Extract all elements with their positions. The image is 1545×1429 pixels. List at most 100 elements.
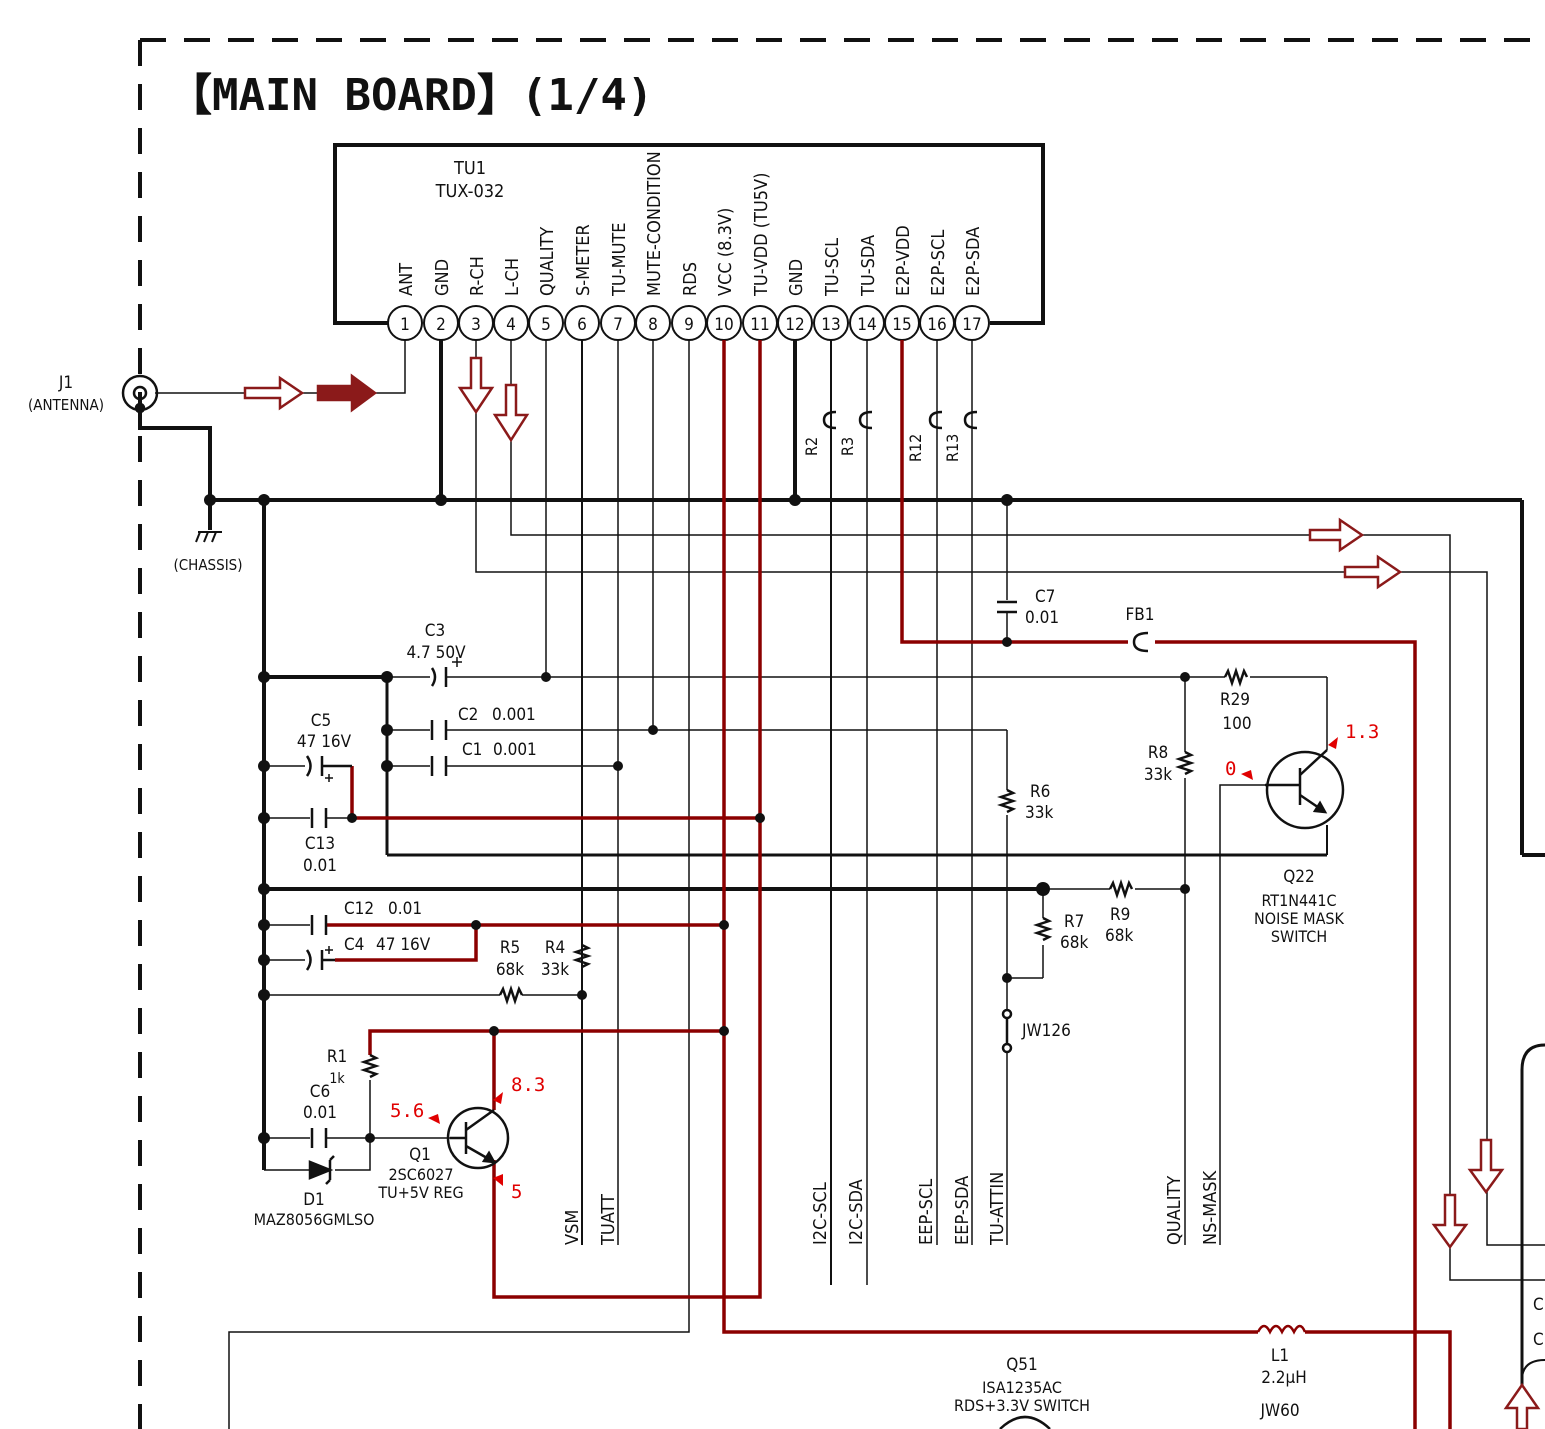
d1-symbol <box>308 1155 335 1185</box>
pin-label-5: QUALITY <box>537 227 558 296</box>
pin-number: 4 <box>506 315 516 335</box>
q22-desc2: SWITCH <box>1271 927 1327 946</box>
tuner-pin-14: 14 <box>849 305 885 341</box>
hollow-arrow-right-2 <box>1308 517 1365 553</box>
c13-ref: C13 <box>305 834 335 854</box>
q1-base-voltage: 5.6 <box>390 1100 424 1122</box>
c5-ref: C5 <box>311 711 331 731</box>
pin-number: 14 <box>857 315 876 335</box>
pin-label-1: ANT <box>396 263 417 296</box>
c12-value: 0.01 <box>388 899 422 919</box>
q1-symbol <box>446 1106 510 1170</box>
junction-dots <box>204 494 1190 1144</box>
r3-ref: R3 <box>838 437 857 456</box>
tuner-pin-17: 17 <box>954 305 990 341</box>
r29-value: 100 <box>1222 714 1251 734</box>
r29-ref: R29 <box>1220 690 1250 710</box>
q1-ref: Q1 <box>409 1145 431 1165</box>
polarity-marks <box>325 657 462 954</box>
c13-value: 0.01 <box>303 856 337 876</box>
pin-label-7: TU-MUTE <box>609 222 630 297</box>
r8-value: 33k <box>1144 765 1172 785</box>
r13-ref: R13 <box>943 434 962 462</box>
l1-symbol <box>1256 1324 1307 1335</box>
signal-wiring <box>138 340 1545 1429</box>
pin-number: 11 <box>750 315 769 335</box>
chassis-ground-symbol <box>195 531 222 543</box>
hollow-arrow-up-1 <box>1503 1382 1541 1429</box>
r12-symbol <box>928 410 943 430</box>
tuner-pin-1: 1 <box>387 305 423 341</box>
q22-ref: Q22 <box>1283 867 1315 887</box>
bus-label-eep-scl: EEP-SCL <box>916 1179 937 1245</box>
q1-collector-voltage: 8.3 <box>511 1074 545 1096</box>
r9-symbol <box>1108 879 1134 899</box>
pin-number: 2 <box>436 315 446 335</box>
bus-label-quality: QUALITY <box>1164 1176 1185 1245</box>
hollow-arrow-right-3 <box>1343 554 1403 590</box>
pin-label-6: S-METER <box>573 224 594 296</box>
pin-label-8: MUTE-CONDITION <box>644 151 665 296</box>
bus-label-eep-sda: EEP-SDA <box>952 1176 973 1245</box>
c5-symbol <box>305 755 324 777</box>
j1-name: (ANTENNA) <box>28 396 104 414</box>
q22-symbol <box>1265 749 1345 830</box>
c12-symbol <box>310 915 328 935</box>
bus-label-ns-mask: NS-MASK <box>1200 1170 1221 1245</box>
q51-symbol <box>999 1415 1051 1429</box>
r4-value: 33k <box>541 960 569 980</box>
bus-label-i2c-scl: I2C-SCL <box>810 1182 831 1245</box>
component-labels: J1 (ANTENNA) (CHASSIS) C3 4.7 50V C2 0.0… <box>28 373 1544 1421</box>
power-rails <box>326 340 1452 1429</box>
pin-label-11: TU-VDD (TU5V) <box>751 173 772 297</box>
r3-symbol <box>858 410 873 430</box>
r6-value: 33k <box>1025 803 1053 823</box>
r9-value: 68k <box>1105 926 1133 946</box>
pin-number: 10 <box>714 315 733 335</box>
l1-value: 2.2μH <box>1261 1368 1307 1388</box>
pin-number: 12 <box>785 315 804 335</box>
r1-value: 1k <box>329 1071 345 1087</box>
tuner-pin-13: 13 <box>813 305 849 341</box>
pin-number: 16 <box>927 315 946 335</box>
c1-ref: C1 <box>462 740 482 760</box>
board-outline <box>138 38 1545 1429</box>
tuner-pin-11: 11 <box>742 305 778 341</box>
c2-ref: C2 <box>458 705 478 725</box>
c2-value: 0.001 <box>492 705 536 725</box>
q51-part: ISA1235AC <box>982 1378 1062 1397</box>
r9-ref: R9 <box>1110 905 1130 925</box>
pin-label-17: E2P-SDA <box>963 227 984 296</box>
r7-symbol <box>1033 916 1053 942</box>
bus-label-tu-attin: TU-ATTIN <box>987 1172 1008 1246</box>
r7-value: 68k <box>1060 933 1088 953</box>
q1-emitter-voltage: 5 <box>511 1181 522 1203</box>
component-symbols <box>121 374 1345 1429</box>
q22-base-voltage: 0 <box>1225 758 1236 780</box>
q51-ref: Q51 <box>1006 1355 1038 1375</box>
r6-ref: R6 <box>1030 782 1050 802</box>
c7-symbol <box>997 600 1017 614</box>
board-title: 【MAIN BOARD】(1/4) <box>168 70 653 121</box>
tuner-ref: TU1 <box>453 158 486 179</box>
edge-label-1: C <box>1533 1295 1544 1315</box>
hollow-arrow-down-3 <box>1467 1138 1505 1195</box>
tuner-pin-15: 15 <box>884 305 920 341</box>
c6-ref: C6 <box>310 1082 330 1102</box>
voltage-markers <box>428 737 1338 1186</box>
chassis-label: (CHASSIS) <box>173 556 242 574</box>
l1-ref: L1 <box>1271 1346 1289 1366</box>
pin-label-3: R-CH <box>467 256 488 296</box>
c4-value: 47 16V <box>376 935 431 955</box>
r6-symbol <box>997 788 1017 814</box>
pin-label-10: VCC (8.3V) <box>715 208 736 296</box>
r5-symbol <box>498 985 524 1005</box>
pin-number: 9 <box>684 315 694 335</box>
j1-ref: J1 <box>58 373 73 393</box>
r29-symbol <box>1223 667 1249 687</box>
tuner-pin-12: 12 <box>777 305 813 341</box>
